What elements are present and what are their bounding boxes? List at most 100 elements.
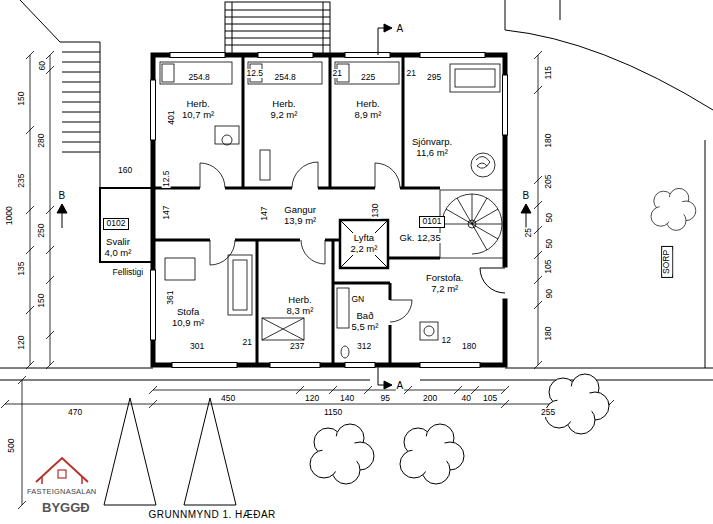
trees bbox=[322, 436, 358, 472]
section-markers bbox=[62, 213, 63, 228]
section-marker: A bbox=[396, 23, 405, 34]
dimension: 60 bbox=[38, 59, 47, 70]
dimension: 225 bbox=[360, 73, 376, 82]
dimension: 130 bbox=[371, 202, 380, 218]
section-markers bbox=[526, 213, 527, 228]
outer-stairs bbox=[232, 2, 323, 55]
windows bbox=[420, 363, 480, 368]
windows bbox=[420, 53, 485, 58]
dimension: 295 bbox=[426, 73, 442, 82]
section-marker: B bbox=[522, 190, 531, 201]
furniture bbox=[262, 318, 304, 340]
watermark: BYGGÐ bbox=[41, 501, 91, 515]
room-label: Gangur13,9 m² bbox=[282, 204, 318, 228]
section-markers bbox=[384, 24, 392, 32]
dimension: 280 bbox=[37, 132, 46, 148]
dimension: 450 bbox=[220, 394, 236, 403]
dimension: 12 bbox=[441, 336, 452, 345]
dimension: 361 bbox=[166, 289, 175, 305]
furniture bbox=[262, 318, 304, 340]
dimension: 1000 bbox=[4, 205, 13, 226]
site-lines bbox=[20, 0, 100, 188]
dimension: 12.5 bbox=[161, 169, 170, 188]
dimension: 120 bbox=[304, 394, 320, 403]
windows bbox=[170, 53, 225, 58]
furniture bbox=[424, 326, 434, 336]
site-lines bbox=[0, 380, 713, 381]
dimension: 205 bbox=[544, 173, 553, 189]
room-label: Sjónvarp.11,6 m² bbox=[410, 136, 454, 160]
dimension: 120 bbox=[17, 334, 26, 350]
room-name: Lyfta bbox=[351, 233, 378, 244]
furniture bbox=[471, 153, 495, 177]
spiral-stair bbox=[440, 190, 505, 258]
room-label: Herb.10,7 m² bbox=[180, 98, 216, 122]
dimension: 90 bbox=[545, 287, 554, 298]
room-label: Bað5,5 m² bbox=[350, 310, 381, 334]
room-tag: 0101 bbox=[419, 216, 446, 228]
building-walls bbox=[100, 188, 153, 262]
room-area: 4,0 m² bbox=[105, 248, 132, 259]
dimension: 95 bbox=[380, 394, 391, 403]
dimension: 470 bbox=[67, 408, 83, 417]
dimension: 21 bbox=[242, 338, 253, 347]
room-label: Herb.8,9 m² bbox=[353, 98, 384, 122]
windows bbox=[503, 75, 508, 135]
windows bbox=[172, 363, 237, 368]
room-label: Svalir4,0 m² bbox=[103, 236, 134, 260]
spiral-stair bbox=[442, 194, 502, 250]
door-swings bbox=[200, 163, 225, 188]
dimension: 235 bbox=[17, 172, 26, 188]
trees bbox=[659, 197, 684, 222]
logo-house bbox=[58, 470, 66, 478]
dimension-lines bbox=[1, 51, 614, 509]
entrance bbox=[480, 268, 509, 298]
dimension: 1150 bbox=[323, 408, 343, 417]
dimension: 254.8 bbox=[274, 73, 297, 82]
room-area: 10,7 m² bbox=[182, 110, 214, 121]
furniture bbox=[420, 322, 438, 340]
dimension-lines bbox=[534, 51, 542, 369]
building-walls bbox=[340, 220, 388, 268]
dimension: 150 bbox=[17, 90, 26, 106]
section-marker: A bbox=[396, 380, 405, 391]
dimension: 21 bbox=[332, 69, 343, 78]
trees bbox=[412, 436, 448, 472]
dimension-lines bbox=[149, 386, 509, 394]
dimension-lines bbox=[26, 51, 34, 369]
outer-stairs bbox=[225, 10, 330, 45]
dimension-lines bbox=[18, 376, 26, 509]
room-area: 9,2 m² bbox=[271, 110, 298, 121]
room-label: Lyfta2,2 m² bbox=[349, 232, 380, 256]
dimension: 115 bbox=[544, 64, 553, 80]
dimension: 255 bbox=[540, 408, 556, 417]
room-label: Gk. 12,35 bbox=[398, 232, 443, 245]
logo-house bbox=[36, 458, 88, 484]
door-swings bbox=[200, 162, 412, 322]
windows bbox=[270, 363, 320, 368]
spiral-stair bbox=[442, 194, 502, 254]
dimension: 25 bbox=[524, 226, 533, 237]
room-label: Herb.9,2 m² bbox=[269, 98, 300, 122]
furniture bbox=[450, 64, 500, 92]
conifers bbox=[104, 398, 236, 505]
door-swings bbox=[210, 240, 235, 265]
windows bbox=[151, 53, 508, 368]
building-walls bbox=[100, 55, 505, 365]
dimension: 105 bbox=[544, 258, 553, 274]
door-swings bbox=[301, 240, 325, 264]
section-markers bbox=[57, 204, 67, 213]
logo-house bbox=[36, 458, 88, 482]
dimension: 50 bbox=[545, 211, 554, 222]
dimension: 147 bbox=[162, 204, 171, 220]
windows bbox=[151, 270, 156, 340]
furniture bbox=[335, 62, 399, 84]
room-name: 0102 bbox=[107, 219, 126, 229]
room-tag: 0102 bbox=[103, 218, 130, 230]
windows bbox=[345, 363, 375, 368]
outer-stairs bbox=[225, 2, 330, 55]
trees bbox=[400, 424, 464, 484]
door-swings bbox=[375, 163, 400, 188]
